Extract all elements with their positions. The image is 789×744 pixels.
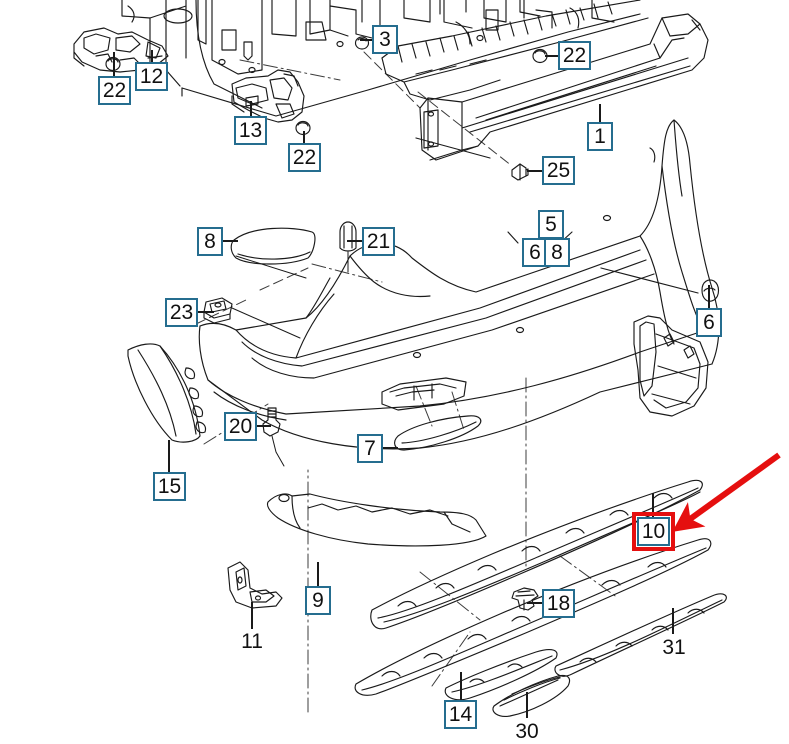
- part-6-tow-cap: [600, 267, 720, 302]
- callout-8-group[interactable]: 8: [544, 238, 570, 267]
- part-15-side-bracket: [127, 343, 207, 443]
- leader-line: [672, 608, 674, 634]
- callout-18[interactable]: 18: [542, 589, 575, 618]
- leader-line: [383, 447, 398, 449]
- callout-20[interactable]: 20: [224, 412, 257, 441]
- part-21-guide-pin: [339, 221, 357, 252]
- callout-9[interactable]: 9: [305, 586, 331, 615]
- callout-12[interactable]: 12: [135, 62, 168, 91]
- part-12-bracket: [73, 27, 169, 73]
- part-11-support-bracket: [227, 561, 283, 609]
- part-30-insert-panel: [492, 674, 571, 717]
- callout-25[interactable]: 25: [542, 156, 575, 185]
- right-lower-bracket: [633, 315, 709, 417]
- leader-line: [113, 52, 115, 78]
- callout-22-center[interactable]: 22: [288, 143, 321, 172]
- leader-line: [251, 602, 253, 629]
- callout-6-towcap[interactable]: 6: [696, 308, 722, 337]
- leader-line: [317, 562, 319, 587]
- leader-line: [460, 672, 462, 701]
- upper-close-panel: [381, 0, 649, 101]
- leader-line: [708, 285, 710, 309]
- callout-31[interactable]: 31: [662, 635, 686, 659]
- callout-21[interactable]: 21: [362, 227, 395, 256]
- part-7-reflector: [394, 415, 482, 451]
- callout-11[interactable]: 11: [241, 629, 263, 653]
- callout-1[interactable]: 1: [587, 122, 613, 151]
- leader-line: [347, 240, 363, 242]
- leader-line: [257, 425, 271, 427]
- leader-line: [198, 311, 214, 313]
- part-8-trim-panel: [230, 227, 316, 265]
- callout-7[interactable]: 7: [357, 434, 383, 463]
- callout-10-highlighted[interactable]: 10: [632, 512, 675, 551]
- part-25-bolt: [511, 163, 529, 181]
- callout-5[interactable]: 5: [538, 210, 564, 239]
- part-31-slim-strip: [554, 593, 727, 677]
- callout-22-beam[interactable]: 22: [558, 41, 591, 70]
- leader-line: [151, 50, 153, 64]
- leader-line: [599, 104, 601, 124]
- leader-line: [223, 240, 238, 242]
- leader-line: [545, 55, 560, 57]
- lower-long-strip: [354, 538, 712, 696]
- callout-30[interactable]: 30: [515, 719, 539, 743]
- callout-3[interactable]: 3: [372, 25, 398, 54]
- leader-line: [250, 101, 252, 118]
- part-18-rivet-clip: [511, 587, 539, 611]
- leader-line: [527, 170, 544, 172]
- leader-line: [360, 39, 374, 41]
- part-1-impact-beam: [415, 13, 709, 161]
- callout-13[interactable]: 13: [234, 116, 267, 145]
- leader-line: [526, 692, 528, 718]
- leader-line: [652, 493, 654, 518]
- callout-8-left[interactable]: 8: [197, 227, 223, 256]
- leader-line: [527, 602, 543, 604]
- callout-14[interactable]: 14: [444, 700, 477, 729]
- main-rear-bumper-cover: [198, 119, 720, 450]
- callout-15[interactable]: 15: [153, 472, 186, 501]
- leader-line: [303, 131, 305, 145]
- callout-23[interactable]: 23: [165, 298, 198, 327]
- callout-22-left[interactable]: 22: [98, 76, 131, 105]
- leader-line: [168, 440, 170, 473]
- part-9-lower-valance: [266, 493, 487, 547]
